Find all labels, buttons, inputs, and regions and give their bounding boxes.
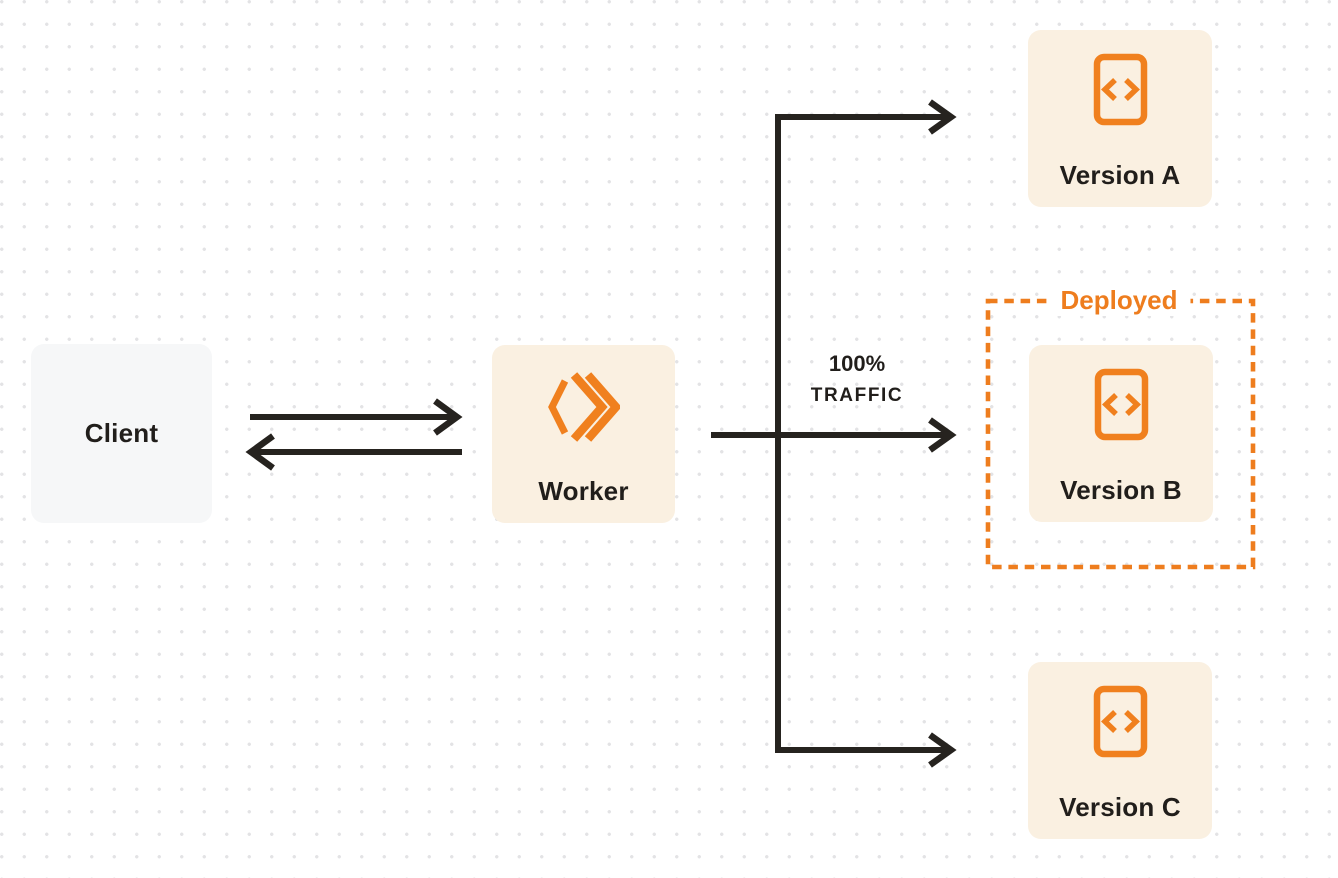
deployed-group-label: Deployed: [1047, 285, 1191, 316]
code-file-icon: [1093, 53, 1148, 131]
connector-client-to-worker: [250, 398, 463, 436]
workers-logo-icon: [547, 371, 622, 448]
version-b-node: Version B: [1029, 345, 1213, 522]
version-a-label: Version A: [1059, 160, 1181, 190]
worker-label: Worker: [538, 476, 629, 506]
connector-worker-to-version-b: [711, 417, 957, 453]
arrowhead-left-icon: [245, 433, 275, 471]
version-c-label: Version C: [1059, 792, 1181, 822]
client-label: Client: [84, 418, 159, 448]
traffic-annotation: 100% TRAFFIC: [811, 351, 903, 408]
arrowhead-right-icon: [928, 417, 957, 453]
code-file-icon: [1094, 368, 1149, 446]
worker-node: Worker: [492, 345, 675, 523]
code-file-icon: [1093, 685, 1148, 763]
version-a-node: Version A: [1028, 30, 1212, 207]
traffic-percent-label: 100%: [828, 351, 886, 376]
connector-worker-to-client: [245, 433, 462, 471]
arrowhead-right-icon: [433, 398, 463, 436]
version-c-node: Version C: [1028, 662, 1212, 839]
version-b-label: Version B: [1060, 475, 1182, 505]
arrowhead-right-icon: [928, 732, 957, 768]
traffic-word-label: TRAFFIC: [810, 385, 904, 406]
arrowhead-right-icon: [928, 99, 957, 135]
client-node: Client: [31, 344, 212, 523]
